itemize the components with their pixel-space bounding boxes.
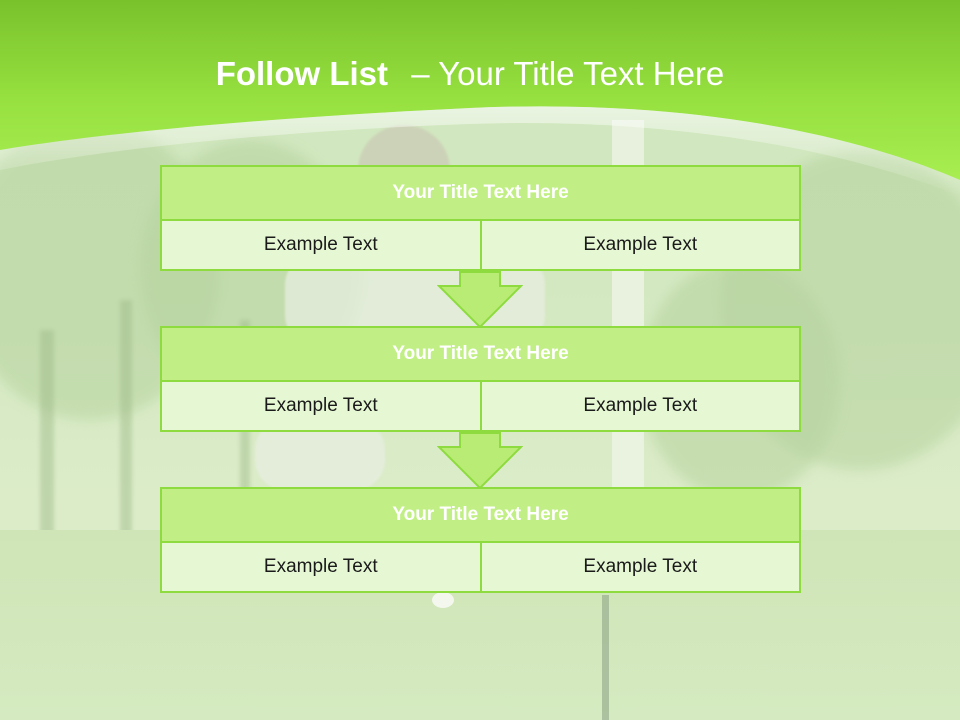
step-title: Your Title Text Here: [160, 487, 801, 543]
step-title: Your Title Text Here: [160, 326, 801, 382]
step-block-2: Your Title Text Here Example Text Exampl…: [160, 326, 801, 432]
header-band: [0, 0, 960, 196]
step-cell-left: Example Text: [160, 221, 482, 271]
title-rest: – Your Title Text Here: [411, 55, 725, 92]
step-cell-right: Example Text: [479, 382, 801, 432]
step-cell-right: Example Text: [479, 221, 801, 271]
step-row: Example Text Example Text: [160, 382, 801, 432]
step-block-3: Your Title Text Here Example Text Exampl…: [160, 487, 801, 593]
step-cell-right: Example Text: [479, 543, 801, 593]
step-block-1: Your Title Text Here Example Text Exampl…: [160, 165, 801, 271]
step-row: Example Text Example Text: [160, 543, 801, 593]
down-arrow-icon: [437, 271, 523, 329]
title-bold: Follow List: [215, 55, 389, 92]
step-cell-left: Example Text: [160, 543, 482, 593]
step-title: Your Title Text Here: [160, 165, 801, 221]
step-cell-left: Example Text: [160, 382, 482, 432]
step-row: Example Text Example Text: [160, 221, 801, 271]
page-title: Follow List – Your Title Text Here: [0, 55, 940, 93]
down-arrow-icon: [437, 432, 523, 490]
